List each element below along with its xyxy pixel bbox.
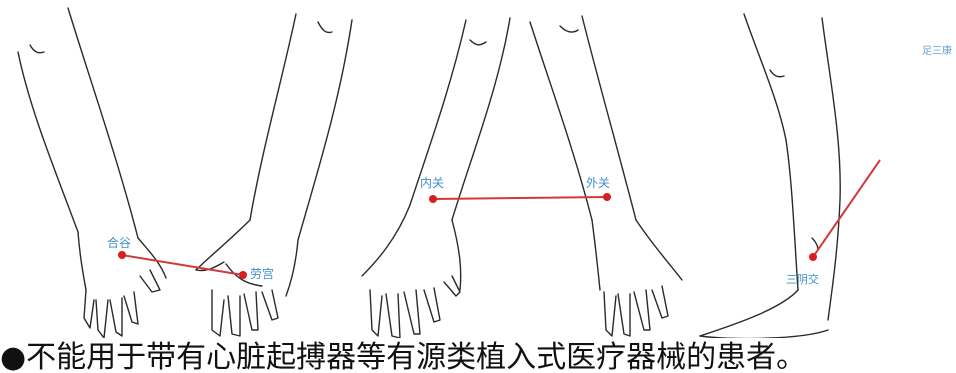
acupoint-dots xyxy=(118,193,817,279)
connection-lines xyxy=(122,160,880,275)
label-waiguan: 外关 xyxy=(586,176,610,190)
label-hegu: 合谷 xyxy=(107,236,131,250)
caption-strip: ●不能用于带有心脏起搏器等有源类植入式医疗器械的患者。 xyxy=(0,338,956,373)
point-laogong xyxy=(239,271,247,279)
arm-palm xyxy=(196,14,352,336)
label-zusanli: 足三康 xyxy=(922,42,952,57)
line-hegu-laogong xyxy=(122,255,243,275)
label-laogong: 劳宫 xyxy=(250,267,274,281)
line-sanyinjiao-zusanli xyxy=(813,160,880,257)
label-sanyinjiao: 三阴交 xyxy=(786,273,819,287)
point-neiguan xyxy=(429,195,437,203)
leg xyxy=(700,14,840,338)
point-sanyinjiao xyxy=(809,253,817,261)
arm-left-back xyxy=(18,8,166,338)
caption-text: ●不能用于带有心脏起搏器等有源类植入式医疗器械的患者。 xyxy=(0,340,806,373)
point-hegu xyxy=(118,251,126,259)
label-neiguan: 内关 xyxy=(420,176,444,190)
point-waiguan xyxy=(603,193,611,201)
